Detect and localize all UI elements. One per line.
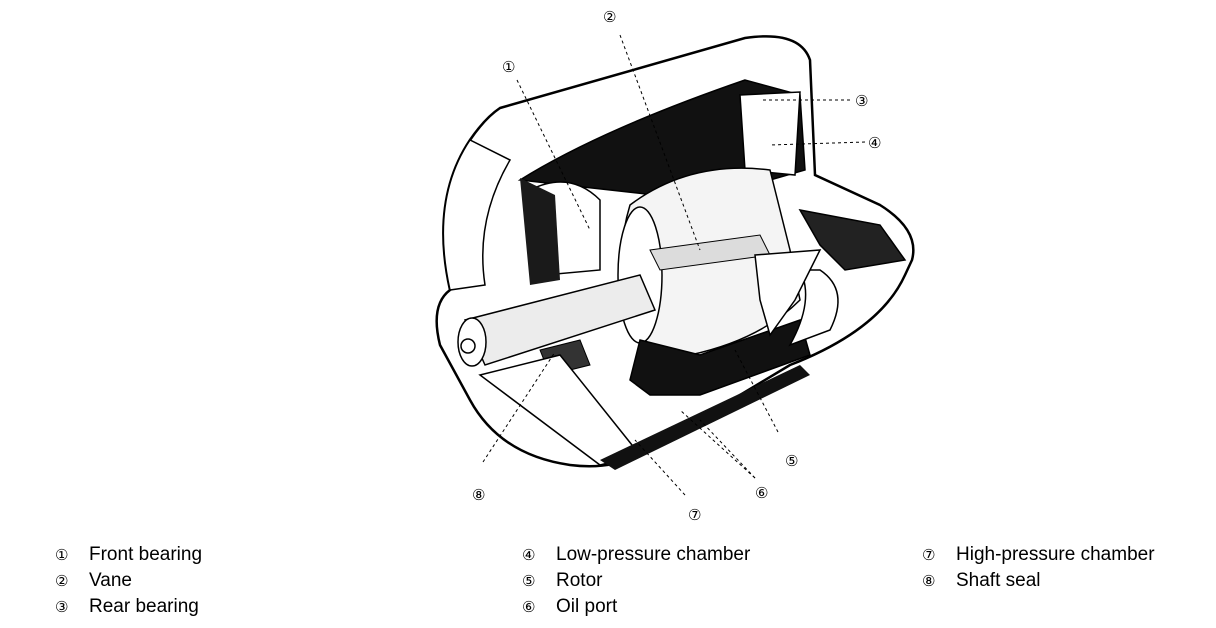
callout-1: ① [502, 58, 515, 76]
right-rim [788, 269, 839, 347]
legend-number: ⑤ [522, 572, 536, 590]
legend-item: ⑦ High-pressure chamber [922, 542, 1155, 568]
legend-number: ③ [55, 598, 69, 616]
legend-label: Rear bearing [89, 596, 199, 617]
shaft-end-hole [460, 338, 476, 354]
legend-column-2: ④ Low-pressure chamber ⑤ Rotor ⑥ Oil port [522, 542, 750, 620]
legend-number: ⑦ [922, 546, 936, 564]
legend-column-1: ① Front bearing ② Vane ③ Rear bearing [55, 542, 202, 620]
legend-column-3: ⑦ High-pressure chamber ⑧ Shaft seal [922, 542, 1155, 594]
front-end-face [442, 139, 512, 291]
leader-lines [482, 34, 866, 496]
legend-item: ③ Rear bearing [55, 594, 202, 620]
rear-wall [739, 91, 801, 176]
legend-number: ② [55, 572, 69, 590]
callout-6: ⑥ [755, 484, 768, 502]
callout-8: ⑧ [472, 486, 485, 504]
callout-5: ⑤ [785, 452, 798, 470]
legend-number: ⑧ [922, 572, 936, 590]
legend-label: Rotor [556, 570, 603, 591]
legend-item: ⑥ Oil port [522, 594, 750, 620]
legend-label: High-pressure chamber [956, 544, 1155, 565]
vane-pump-cutaway-diagram: ① ② ③ ④ ⑤ ⑥ ⑦ ⑧ [435, 8, 915, 524]
legend-number: ① [55, 546, 69, 564]
legend-number: ⑥ [522, 598, 536, 616]
legend-item: ① Front bearing [55, 542, 202, 568]
legend-item: ④ Low-pressure chamber [522, 542, 750, 568]
lower-band-dark [600, 365, 810, 470]
upper-wall [520, 178, 560, 285]
legend-label: Shaft seal [956, 570, 1041, 591]
legend-label: Front bearing [89, 544, 203, 565]
legend-number: ④ [522, 546, 536, 564]
legend-item: ② Vane [55, 568, 202, 594]
legend-item: ⑧ Shaft seal [922, 568, 1155, 594]
legend-item: ⑤ Rotor [522, 568, 750, 594]
right-chamber [798, 208, 907, 271]
legend-label: Low-pressure chamber [556, 544, 751, 565]
lower-chamber [629, 319, 811, 396]
flow-arrow [754, 249, 822, 337]
legend-label: Vane [89, 570, 132, 591]
callout-3: ③ [855, 92, 868, 110]
callout-2: ② [603, 8, 616, 26]
callout-7: ⑦ [688, 506, 701, 524]
legend-label: Oil port [556, 596, 618, 617]
callout-4: ④ [868, 134, 881, 152]
